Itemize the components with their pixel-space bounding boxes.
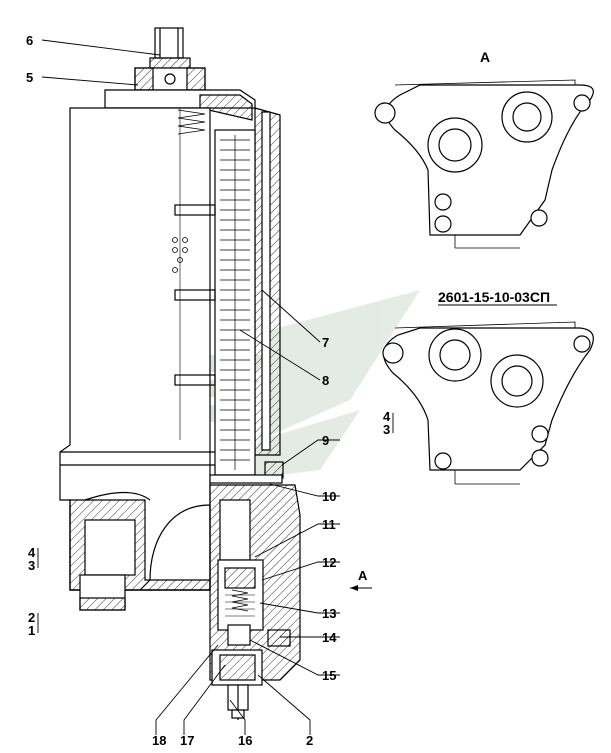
view-a-title: А bbox=[480, 49, 490, 65]
stack-left-lower-top: 2 bbox=[28, 610, 35, 625]
callout-6: 6 bbox=[26, 33, 33, 48]
callout-2-bottom: 2 bbox=[306, 733, 313, 748]
stack-left-lower-bottom: 1 bbox=[28, 623, 35, 638]
callout-5: 5 bbox=[26, 70, 33, 85]
callout-14: 14 bbox=[322, 630, 337, 645]
callout-12: 12 bbox=[322, 555, 336, 570]
stack-right-bottom: 3 bbox=[383, 422, 390, 437]
stack-left-upper-top: 4 bbox=[28, 545, 36, 560]
leader-lines bbox=[37, 39, 394, 735]
filter-pleats bbox=[220, 135, 250, 470]
callout-16: 16 bbox=[238, 733, 252, 748]
variant-title: 2601-15-10-03СП bbox=[438, 289, 550, 305]
view-a-flange bbox=[374, 79, 594, 249]
callout-11: 11 bbox=[322, 517, 336, 532]
callout-17: 17 bbox=[180, 733, 194, 748]
view-arrow-label: А bbox=[358, 568, 368, 583]
stack-right-top: 4 bbox=[383, 409, 391, 424]
variant-flange bbox=[382, 321, 594, 485]
stack-left-upper-bottom: 3 bbox=[28, 558, 35, 573]
callout-15: 15 bbox=[322, 668, 336, 683]
perforation-holes bbox=[172, 237, 188, 273]
callout-7: 7 bbox=[322, 335, 329, 350]
callout-9: 9 bbox=[322, 433, 329, 448]
callout-10: 10 bbox=[322, 489, 336, 504]
filter-assembly-section bbox=[59, 27, 301, 720]
callout-13: 13 bbox=[322, 606, 336, 621]
callout-18: 18 bbox=[152, 733, 166, 748]
callout-8: 8 bbox=[322, 373, 329, 388]
